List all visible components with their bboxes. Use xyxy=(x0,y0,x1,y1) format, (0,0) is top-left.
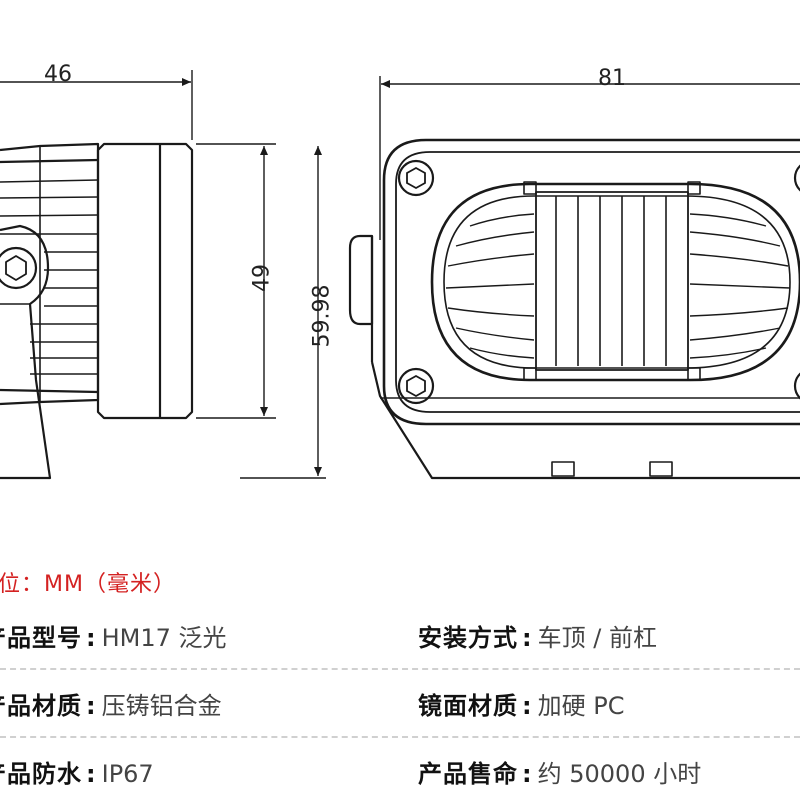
spec-label: 产品防水 xyxy=(0,760,82,788)
dashed-divider xyxy=(0,668,800,670)
spec-mounting: 安装方式:车顶 / 前杠 xyxy=(418,624,657,652)
dim-side-height: 49 xyxy=(249,264,275,292)
spec-value: HM17 泛光 xyxy=(101,624,227,652)
side-view xyxy=(0,70,194,480)
unit-label: 位：MM（毫米） xyxy=(0,572,176,597)
spec-value: 车顶 / 前杠 xyxy=(537,624,657,652)
dim-front-width: 81 xyxy=(598,66,626,91)
spec-lens-material: 镜面材质:加硬 PC xyxy=(418,692,625,720)
spec-value: 压铸铝合金 xyxy=(101,692,222,720)
spec-row-1: 产品型号:HM17 泛光 安装方式:车顶 / 前杠 xyxy=(0,604,800,670)
dim-side-width: 46 xyxy=(44,62,72,87)
spec-value: 约 50000 小时 xyxy=(537,760,702,788)
spec-label: 产品材质 xyxy=(0,692,82,720)
bolt-tr xyxy=(793,164,800,192)
spec-row-2: 产品材质:压铸铝合金 镜面材质:加硬 PC xyxy=(0,672,800,738)
bolt-br xyxy=(793,372,800,400)
bolt-tl xyxy=(397,159,435,197)
spec-material: 产品材质:压铸铝合金 xyxy=(0,686,222,721)
dashed-divider xyxy=(0,736,800,738)
spec-waterproof: 产品防水:IP67 xyxy=(0,754,154,789)
spec-value: 加硬 PC xyxy=(537,692,625,720)
technical-drawing xyxy=(0,70,800,480)
spec-label: 镜面材质 xyxy=(418,692,518,720)
spec-value: IP67 xyxy=(101,760,154,788)
spec-row-3: 产品防水:IP67 产品售命:约 50000 小时 xyxy=(0,740,800,806)
bolt-bl xyxy=(397,367,435,405)
spec-lifespan: 产品售命:约 50000 小时 xyxy=(418,760,702,788)
dim-overall-height: 59.98 xyxy=(309,284,335,348)
front-view xyxy=(348,76,800,480)
spec-model: 产品型号:HM17 泛光 xyxy=(0,618,227,653)
spec-label: 安装方式 xyxy=(418,624,518,652)
spec-label: 产品售命 xyxy=(418,760,518,788)
spec-label: 产品型号 xyxy=(0,624,82,652)
